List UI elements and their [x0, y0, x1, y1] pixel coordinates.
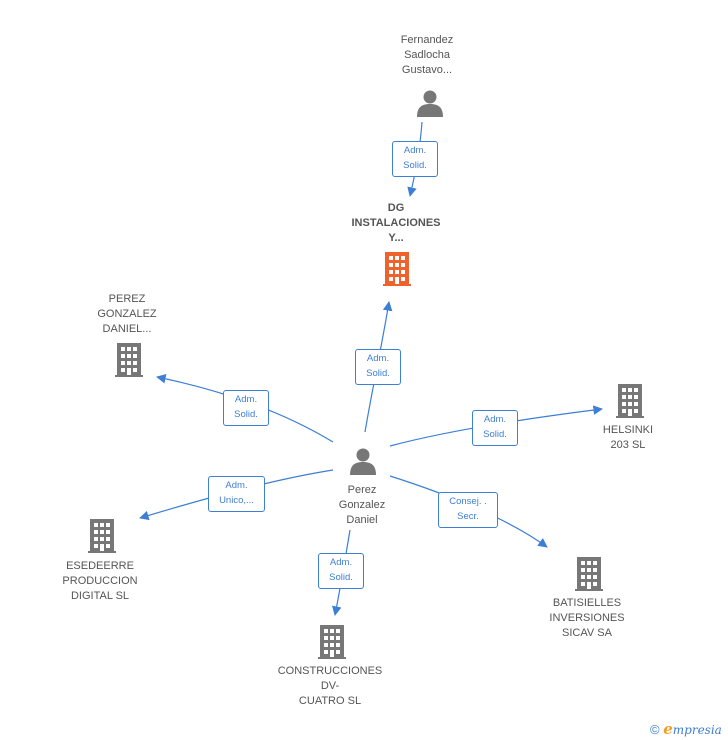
edge-label-perez-helsinki[interactable]: Adm. Solid.	[472, 410, 518, 446]
person-icon[interactable]	[350, 448, 376, 476]
edge-label-perez-pgco[interactable]: Adm. Solid.	[223, 390, 269, 426]
edge-label-perez-batisielles[interactable]: Consej. . Secr.	[438, 492, 498, 528]
person-icon[interactable]	[417, 90, 443, 118]
footer-brand: © empresia	[650, 720, 722, 738]
node-label-perez-person[interactable]: Perez Gonzalez Daniel	[338, 484, 386, 526]
building-icon-main[interactable]	[383, 252, 411, 286]
brand-logo[interactable]: empresia	[663, 720, 722, 738]
node-label-batisielles[interactable]: BATISIELLES INVERSIONES SICAV SA	[549, 597, 625, 639]
building-icon[interactable]	[616, 384, 644, 418]
building-icon[interactable]	[88, 519, 116, 553]
edge-label-perez-esedeerre[interactable]: Adm. Unico,...	[208, 476, 265, 512]
building-icon[interactable]	[318, 625, 346, 659]
node-label-helsinki[interactable]: HELSINKI 203 SL	[602, 424, 654, 451]
node-label-fernandez[interactable]: Fernandez Sadlocha Gustavo...	[400, 34, 454, 76]
edge-label-perez-dg[interactable]: Adm. Solid.	[355, 349, 401, 385]
copyright-icon: ©	[650, 722, 660, 737]
building-icon[interactable]	[115, 343, 143, 377]
building-icon[interactable]	[575, 557, 603, 591]
node-label-esedeerre[interactable]: ESEDEERRE PRODUCCION DIGITAL SL	[62, 560, 138, 602]
node-label-construcciones[interactable]: CONSTRUCCIONES DV- CUATRO SL	[277, 665, 383, 707]
edge-label-perez-construcciones[interactable]: Adm. Solid.	[318, 553, 364, 589]
node-label-perez-gonzalez-co[interactable]: PEREZ GONZALEZ DANIEL...	[97, 293, 157, 335]
edge-label-fernandez-dg[interactable]: Adm. Solid.	[392, 141, 438, 177]
node-label-dg[interactable]: DG INSTALACIONES Y...	[351, 202, 441, 244]
